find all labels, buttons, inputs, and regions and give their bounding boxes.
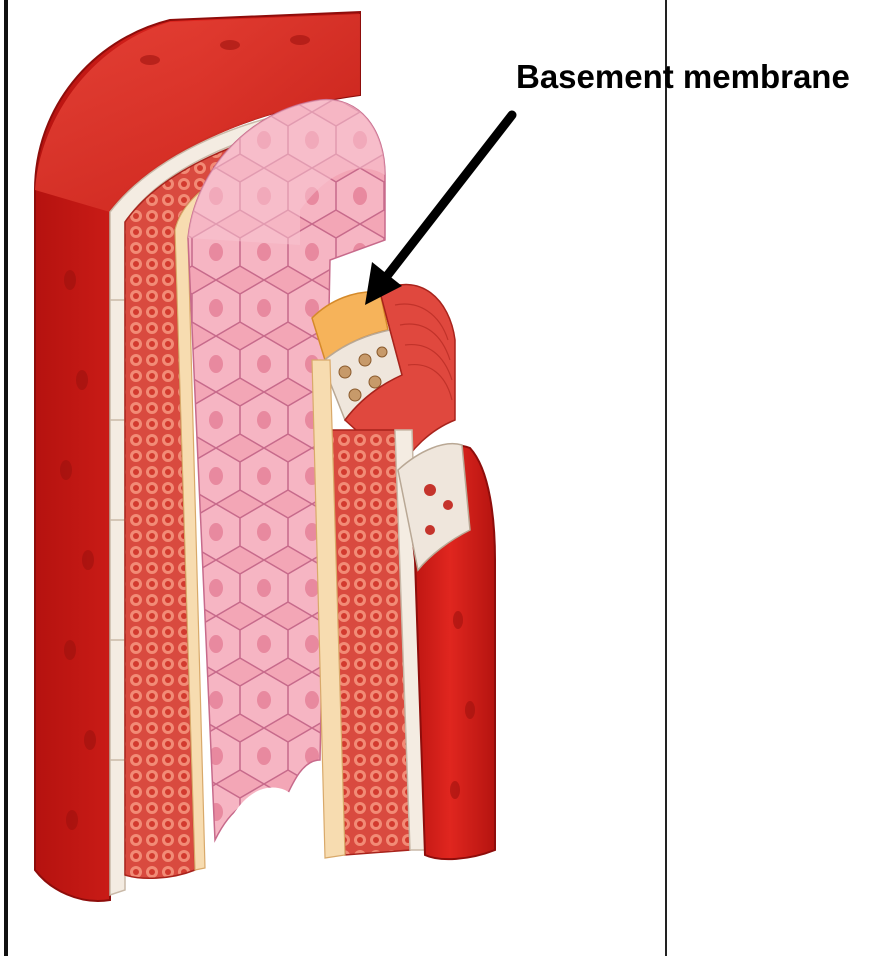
basement-membrane-label: Basement membrane: [516, 58, 850, 96]
pointer-arrow: [365, 115, 512, 305]
